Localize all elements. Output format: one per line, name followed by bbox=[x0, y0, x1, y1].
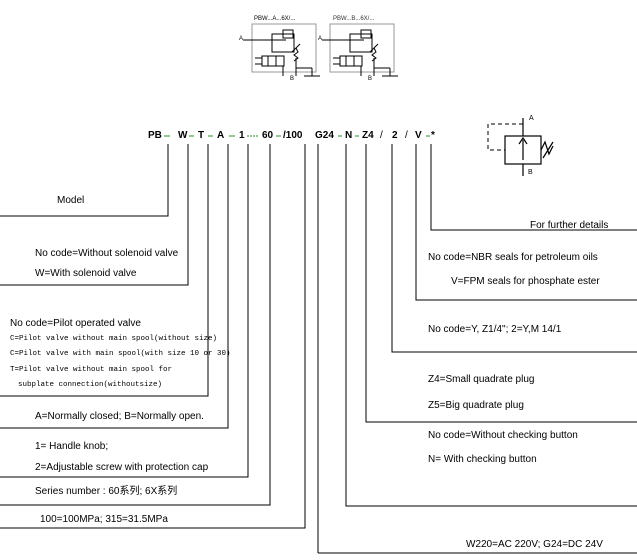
relief-valve-symbol bbox=[487, 118, 554, 176]
left-port-a: A bbox=[239, 36, 243, 42]
code-v: V bbox=[415, 130, 422, 141]
code-t: T bbox=[198, 130, 204, 141]
label-knob2: 2=Adjustable screw with protection cap bbox=[35, 462, 209, 473]
label-further: For further details bbox=[530, 220, 608, 231]
code-pressure: /100 bbox=[283, 130, 303, 141]
labels-right: For further details No code=NBR seals fo… bbox=[428, 220, 608, 550]
label-knob1: 1= Handle knob; bbox=[35, 441, 108, 452]
code-slash2: / bbox=[405, 130, 408, 141]
label-z5: Z5=Big quadrate plug bbox=[428, 400, 524, 411]
label-fpm: V=FPM seals for phosphate ester bbox=[451, 276, 600, 287]
label-t-c-nosize: C=Pilot valve without main spool(without… bbox=[10, 335, 217, 343]
label-no-check: No code=Without checking button bbox=[428, 430, 578, 441]
relief-port-a: A bbox=[529, 115, 534, 122]
code-60: 60 bbox=[262, 130, 274, 141]
code-2: 2 bbox=[392, 130, 398, 141]
model-code: PB W T A 1 60 /100 G24 N Z4 / 2 / V * bbox=[148, 130, 435, 141]
label-w-yes: W=With solenoid valve bbox=[35, 268, 137, 279]
label-a-b: A=Normally closed; B=Normally open. bbox=[35, 411, 204, 422]
label-t-pilot: No code=Pilot operated valve bbox=[10, 318, 141, 329]
code-pb: PB bbox=[148, 130, 162, 141]
code-slash1: / bbox=[380, 130, 383, 141]
label-series: Series number : 60系列; 6X系列 bbox=[35, 484, 177, 497]
label-model: Model bbox=[57, 195, 84, 206]
left-symbol-caption: PBW...A...6X/... bbox=[254, 16, 296, 22]
label-t-t2: subplate connection(withoutsize) bbox=[18, 381, 162, 389]
code-voltage: G24 bbox=[315, 130, 334, 141]
code-w: W bbox=[178, 130, 188, 141]
right-symbol-caption: PBW...B...6X/... bbox=[333, 16, 375, 22]
label-t-c-size: C=Pilot valve with main spool(with size … bbox=[10, 350, 231, 358]
leader-lines-left bbox=[0, 144, 319, 553]
valve-symbol-normally-closed bbox=[243, 23, 320, 77]
labels-left: Model No code=Without solenoid valve W=W… bbox=[10, 195, 209, 525]
labels-left-mono: C=Pilot valve without main spool(without… bbox=[10, 335, 231, 389]
right-port-a: A bbox=[318, 36, 322, 42]
left-port-b: B bbox=[290, 76, 294, 82]
label-w-none: No code=Without solenoid valve bbox=[35, 248, 179, 259]
right-port-b: B bbox=[368, 76, 372, 82]
label-check: N= With checking button bbox=[428, 454, 537, 465]
label-thread: No code=Y, Z1/4"; 2=Y,M 14/1 bbox=[428, 324, 562, 335]
code-star: * bbox=[431, 130, 435, 141]
relief-port-b: B bbox=[528, 169, 533, 176]
code-z4: Z4 bbox=[362, 130, 374, 141]
label-z4: Z4=Small quadrate plug bbox=[428, 374, 534, 385]
valve-symbol-normally-open bbox=[322, 23, 398, 77]
code-n: N bbox=[345, 130, 352, 141]
label-voltage: W220=AC 220V; G24=DC 24V bbox=[466, 539, 603, 550]
leader-lines-right bbox=[318, 144, 637, 554]
code-a: A bbox=[217, 130, 224, 141]
code-1: 1 bbox=[239, 130, 245, 141]
label-nbr: No code=NBR seals for petroleum oils bbox=[428, 252, 598, 263]
label-t-t: T=Pilot valve without main spool for bbox=[10, 366, 172, 374]
label-pressure: 100=100MPa; 315=31.5MPa bbox=[40, 514, 168, 525]
